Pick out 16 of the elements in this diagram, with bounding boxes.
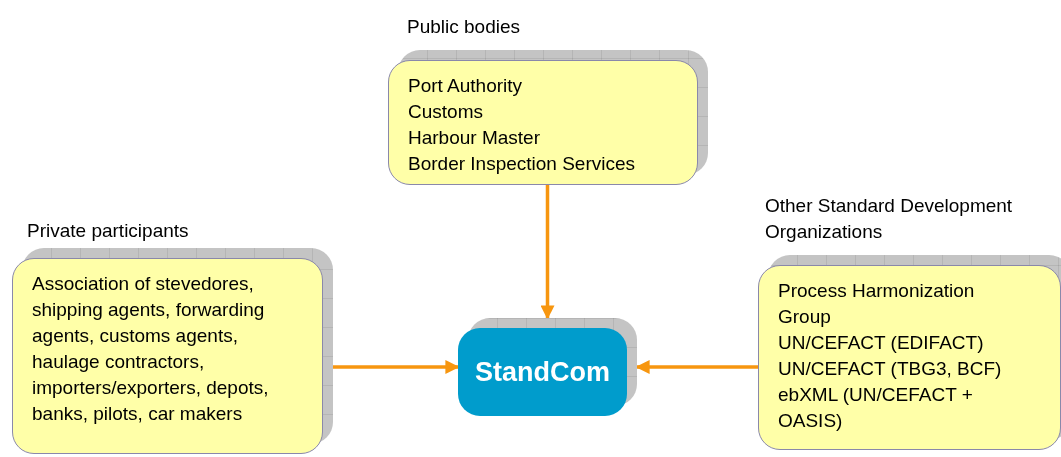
- box-text: Association of stevedores, shipping agents, forwarding agents, customs agents, haulage contractors, importers/exporters, depots, banks, pilots, car makers: [32, 272, 270, 426]
- list-item: Border Inspection Services: [408, 152, 636, 176]
- arrow: [540, 185, 555, 320]
- group-heading: Other Standard Development Organizations: [765, 194, 1014, 244]
- arrow: [333, 360, 460, 374]
- list-item: Port Authority: [408, 74, 523, 98]
- arrow: [635, 360, 758, 374]
- box-title: StandCom: [475, 356, 610, 388]
- group-heading: Public bodies: [407, 15, 522, 39]
- list-item: Harbour Master: [408, 126, 540, 150]
- list-item: Process Harmonization Group: [778, 279, 976, 329]
- list-item: UN/CEFACT (EDIFACT): [778, 331, 984, 355]
- list-item: ebXML (UN/CEFACT + OASIS): [778, 383, 974, 433]
- list-item: UN/CEFACT (TBG3, BCF): [778, 357, 1002, 381]
- group-heading: Private participants: [27, 219, 190, 243]
- list-item: Customs: [408, 100, 483, 124]
